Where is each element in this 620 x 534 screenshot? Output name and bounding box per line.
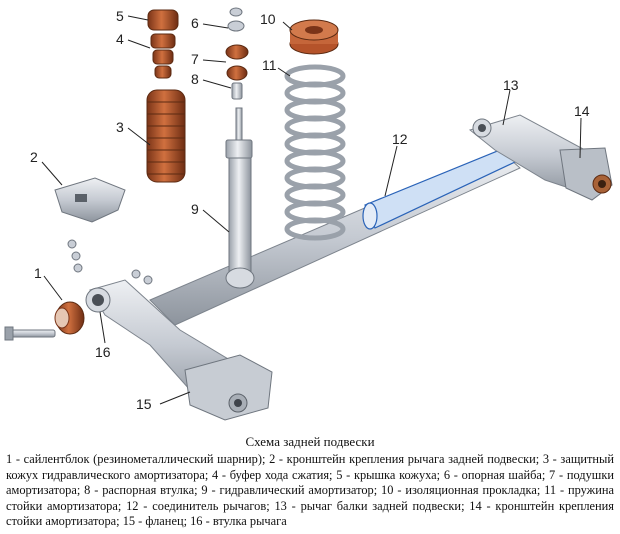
coil-spring <box>284 64 346 241</box>
hydraulic-shock-absorber <box>225 107 255 289</box>
caption-legend: 1 - сайлентблок (резинометаллический шар… <box>6 452 614 529</box>
label-2: 2 <box>30 149 38 165</box>
label-14: 14 <box>574 103 590 119</box>
label-13: 13 <box>503 77 519 93</box>
insulating-gasket <box>289 19 339 55</box>
label-7: 7 <box>191 51 199 67</box>
label-11: 11 <box>262 57 277 73</box>
label-12: 12 <box>392 131 408 147</box>
label-8: 8 <box>191 71 199 87</box>
caption-title: Схема задней подвески <box>245 434 375 449</box>
spacer-sleeve <box>231 82 243 100</box>
label-3: 3 <box>116 119 124 135</box>
figure-caption: Схема задней подвески 1 - сайлентблок (р… <box>0 432 620 534</box>
rear-suspension-diagram: 1 2 3 4 5 6 7 8 9 10 11 12 13 14 15 16 <box>4 7 613 421</box>
label-9: 9 <box>191 201 199 217</box>
protective-boot <box>146 89 186 183</box>
label-1: 1 <box>34 265 42 281</box>
support-washers <box>227 7 245 32</box>
leader-lines <box>41 15 582 405</box>
label-5: 5 <box>116 8 124 24</box>
boot-cover-cap <box>147 9 179 31</box>
part-number-labels: 1 2 3 4 5 6 7 8 9 10 11 12 13 14 15 16 <box>30 8 590 412</box>
shock-cushions <box>225 44 249 81</box>
compression-bump-stop <box>150 33 176 79</box>
lever-mount-bracket <box>54 177 153 285</box>
right-shock-mount-bracket <box>559 147 613 201</box>
label-16: 16 <box>95 344 111 360</box>
silent-block <box>4 301 85 341</box>
label-4: 4 <box>116 31 124 47</box>
flange <box>184 354 273 421</box>
label-10: 10 <box>260 11 276 27</box>
label-15: 15 <box>136 396 152 412</box>
label-6: 6 <box>191 15 199 31</box>
